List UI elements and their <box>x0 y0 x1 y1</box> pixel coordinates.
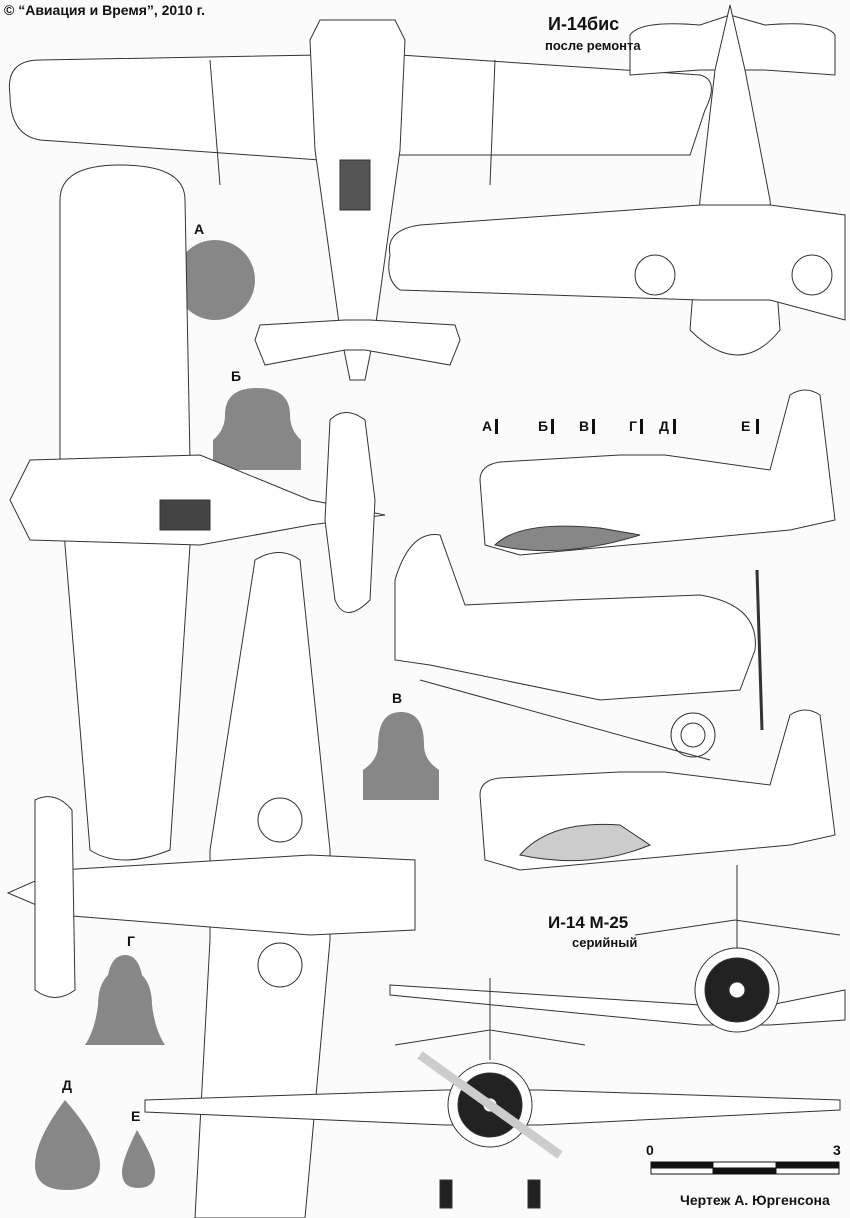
front-view-i14bis <box>389 865 846 1033</box>
bottom-view-left <box>6 552 416 1218</box>
top-view-left <box>9 164 386 861</box>
station-mark-a: А <box>482 418 493 434</box>
section-v-shape <box>363 712 439 800</box>
station-mark-g: Г <box>629 418 637 434</box>
section-v-label: В <box>392 690 403 706</box>
front-view-i14-m25 <box>144 978 841 1209</box>
variant-subtitle-top: после ремонта <box>545 38 641 53</box>
scale-start: 0 <box>646 1142 654 1158</box>
station-mark-v: В <box>579 418 590 434</box>
station-mark-d: Д <box>659 418 669 434</box>
author-credit: Чертеж А. Юргенсона <box>680 1192 830 1208</box>
station-mark-e: Е <box>741 418 751 434</box>
bottom-view-i14bis <box>388 4 846 356</box>
variant-subtitle-bottom: серийный <box>572 935 638 950</box>
section-e-label: Е <box>131 1108 141 1124</box>
scale-end: 3 <box>833 1142 841 1158</box>
copyright-text: © “Авиация и Время”, 2010 г. <box>4 2 206 18</box>
section-d-shape <box>35 1100 100 1190</box>
section-b-label: Б <box>231 368 242 384</box>
station-ticks <box>495 419 759 434</box>
variant-title-bottom: И-14 М-25 <box>548 913 629 932</box>
section-g-shape <box>85 955 165 1045</box>
station-mark-b: Б <box>538 418 549 434</box>
top-view-i14bis <box>8 19 712 381</box>
section-d-label: Д <box>62 1077 72 1093</box>
side-view-1 <box>479 389 836 556</box>
side-view-3 <box>479 709 836 871</box>
section-g-label: Г <box>127 933 135 949</box>
variant-title-top: И-14бис <box>548 14 620 34</box>
section-a-shape <box>175 240 255 320</box>
scale-bar <box>650 1161 840 1175</box>
section-b-shape <box>213 388 301 470</box>
section-e-shape <box>122 1130 155 1188</box>
side-view-2 <box>394 534 764 761</box>
section-a-label: А <box>194 221 205 237</box>
